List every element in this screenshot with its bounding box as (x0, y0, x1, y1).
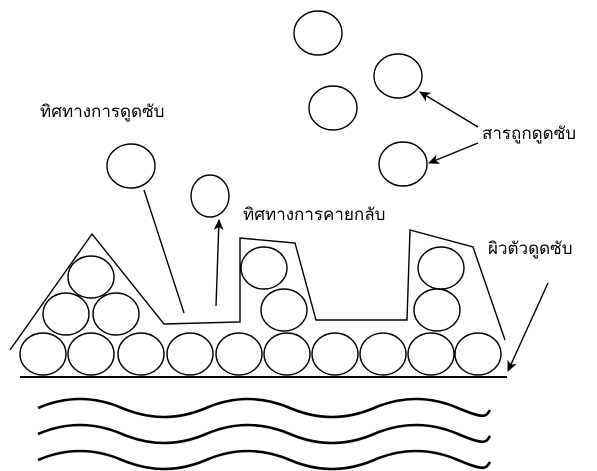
adsorbed-molecule (93, 293, 139, 335)
adsorbed-molecule (408, 333, 454, 375)
adsorbed-molecule (216, 333, 262, 375)
adsorbed-molecule (414, 289, 460, 331)
bulk-wave-line (38, 399, 490, 417)
desorption-direction-label: ทิศทางการคายกลับ (243, 207, 385, 224)
adsorbed-molecule (20, 333, 66, 375)
free-molecule (379, 142, 427, 186)
free-molecule (309, 86, 357, 130)
adsorbed-molecule (264, 333, 310, 375)
bulk-wave-line (38, 451, 490, 469)
adsorbate-pointer-arrow (429, 143, 478, 163)
adsorbed-molecule (418, 247, 464, 289)
adsorbed-molecule (118, 333, 164, 375)
adsorbed-molecule (312, 333, 358, 375)
free-molecule (107, 144, 155, 188)
adsorbed-molecule (68, 256, 114, 298)
adsorption-direction-label: ทิศทางการดูดซับ (40, 104, 164, 121)
adsorbed-molecule (167, 333, 213, 375)
free-molecule (294, 11, 342, 55)
adsorbate-label: สารถูกดูดซับ (482, 126, 576, 143)
adsorbed-molecule (455, 333, 501, 375)
adsorbed-molecule (261, 289, 307, 331)
adsorbed-molecule (241, 247, 287, 289)
adsorbate-pointer-arrow (420, 92, 478, 127)
desorption-direction-arrow (216, 220, 219, 306)
adsorbent-surface-pointer-arrow (508, 283, 548, 371)
adsorbent-surface-label: ผิวตัวดูดซับ (488, 241, 573, 258)
bulk-wave-line (38, 425, 490, 443)
adsorbed-molecule (68, 333, 114, 375)
adsorption-direction-path (144, 190, 184, 313)
adsorbed-molecule (43, 293, 89, 335)
adsorbed-molecule (360, 333, 406, 375)
free-molecule (374, 54, 422, 98)
free-molecule (191, 175, 229, 217)
